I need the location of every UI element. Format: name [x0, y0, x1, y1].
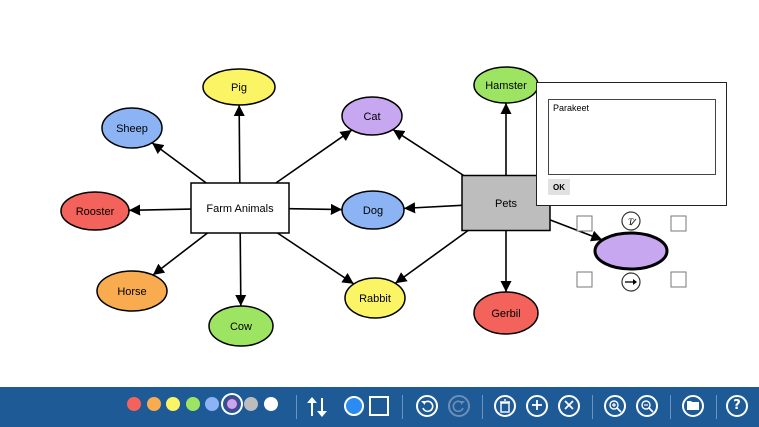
color-swatch[interactable] [185, 397, 200, 411]
connect-arrow-icon[interactable] [621, 272, 641, 292]
node-cat[interactable]: Cat [341, 96, 403, 136]
edge-farm-cat [275, 129, 353, 184]
resize-handle-top-right[interactable] [670, 215, 687, 232]
undo-icon[interactable] [416, 395, 438, 417]
color-swatch[interactable] [127, 397, 141, 411]
node-label: Hamster [485, 80, 527, 92]
edge-farm-dog [288, 203, 343, 215]
resize-handle-bottom-left[interactable] [576, 271, 593, 288]
color-swatch[interactable] [205, 397, 219, 411]
edge-pets-rabbit [394, 229, 469, 284]
node-cow[interactable]: Cow [208, 305, 274, 347]
node-pig[interactable]: Pig [202, 68, 276, 106]
node-horse[interactable]: Horse [96, 270, 168, 312]
node-label: Sheep [116, 123, 148, 135]
node-text-input[interactable] [548, 99, 716, 175]
node-dog[interactable]: Dog [341, 190, 405, 230]
color-swatch[interactable] [263, 397, 278, 411]
color-swatch[interactable] [244, 397, 258, 411]
ellipse-shape-icon[interactable] [344, 396, 364, 416]
edit-text-icon[interactable]: T [621, 211, 641, 231]
node-new[interactable] [593, 231, 669, 271]
node-label: Horse [117, 286, 146, 298]
node-label: Rooster [76, 206, 115, 218]
connection-lines [128, 103, 603, 307]
edge-pets-cat [392, 128, 465, 177]
color-swatch[interactable] [224, 397, 239, 411]
node-gerbil[interactable]: Gerbil [473, 291, 539, 335]
help-button[interactable]: ? [726, 395, 748, 417]
divider [296, 395, 297, 419]
node-label: Farm Animals [206, 203, 274, 215]
resize-handle-top-left[interactable] [576, 215, 593, 232]
node-label: Gerbil [491, 308, 520, 320]
folder-icon[interactable] [682, 395, 704, 417]
bottom-toolbar: ? [0, 387, 759, 427]
node-label: Pig [231, 82, 247, 94]
divider [402, 395, 403, 419]
edge-pets-new [549, 219, 603, 242]
x-icon[interactable] [558, 395, 580, 417]
node-hamster[interactable]: Hamster [473, 66, 539, 104]
divider [592, 395, 593, 419]
node-pets[interactable]: Pets [461, 174, 551, 232]
node-label: Rabbit [359, 293, 391, 305]
zoom-out-icon[interactable] [636, 395, 658, 417]
selection-handles: T [576, 211, 687, 292]
divider [670, 395, 671, 419]
redo-icon[interactable] [448, 395, 470, 417]
node-label: Cat [363, 111, 380, 123]
color-swatch[interactable] [146, 397, 161, 411]
rectangle-shape-icon[interactable] [369, 396, 389, 416]
divider [482, 395, 483, 419]
trash-icon[interactable] [494, 395, 516, 417]
zoom-in-icon[interactable] [604, 395, 626, 417]
node-label: Dog [363, 205, 383, 217]
node-sheep[interactable]: Sheep [101, 107, 163, 149]
node-rooster[interactable]: Rooster [60, 191, 130, 231]
node-text-editor: OK [536, 82, 727, 206]
node-label: Cow [230, 321, 252, 333]
node-farm[interactable]: Farm Animals [190, 182, 290, 234]
ok-button[interactable]: OK [548, 179, 570, 195]
node-rabbit[interactable]: Rabbit [344, 277, 406, 319]
divider [716, 395, 717, 419]
node-label: Pets [495, 198, 518, 210]
color-swatch[interactable] [166, 397, 180, 411]
svg-text:T: T [628, 217, 634, 227]
plus-icon[interactable] [526, 395, 548, 417]
resize-handle-bottom-right[interactable] [670, 271, 687, 288]
edge-farm-cow [235, 232, 247, 307]
edge-farm-rabbit [277, 232, 355, 285]
edge-farm-horse [152, 232, 208, 276]
connector-direction-icon[interactable] [304, 394, 330, 420]
edge-farm-sheep [151, 142, 207, 184]
edge-pets-dog [403, 202, 463, 214]
edge-farm-pig [233, 104, 245, 184]
edge-farm-rooster [128, 204, 192, 216]
